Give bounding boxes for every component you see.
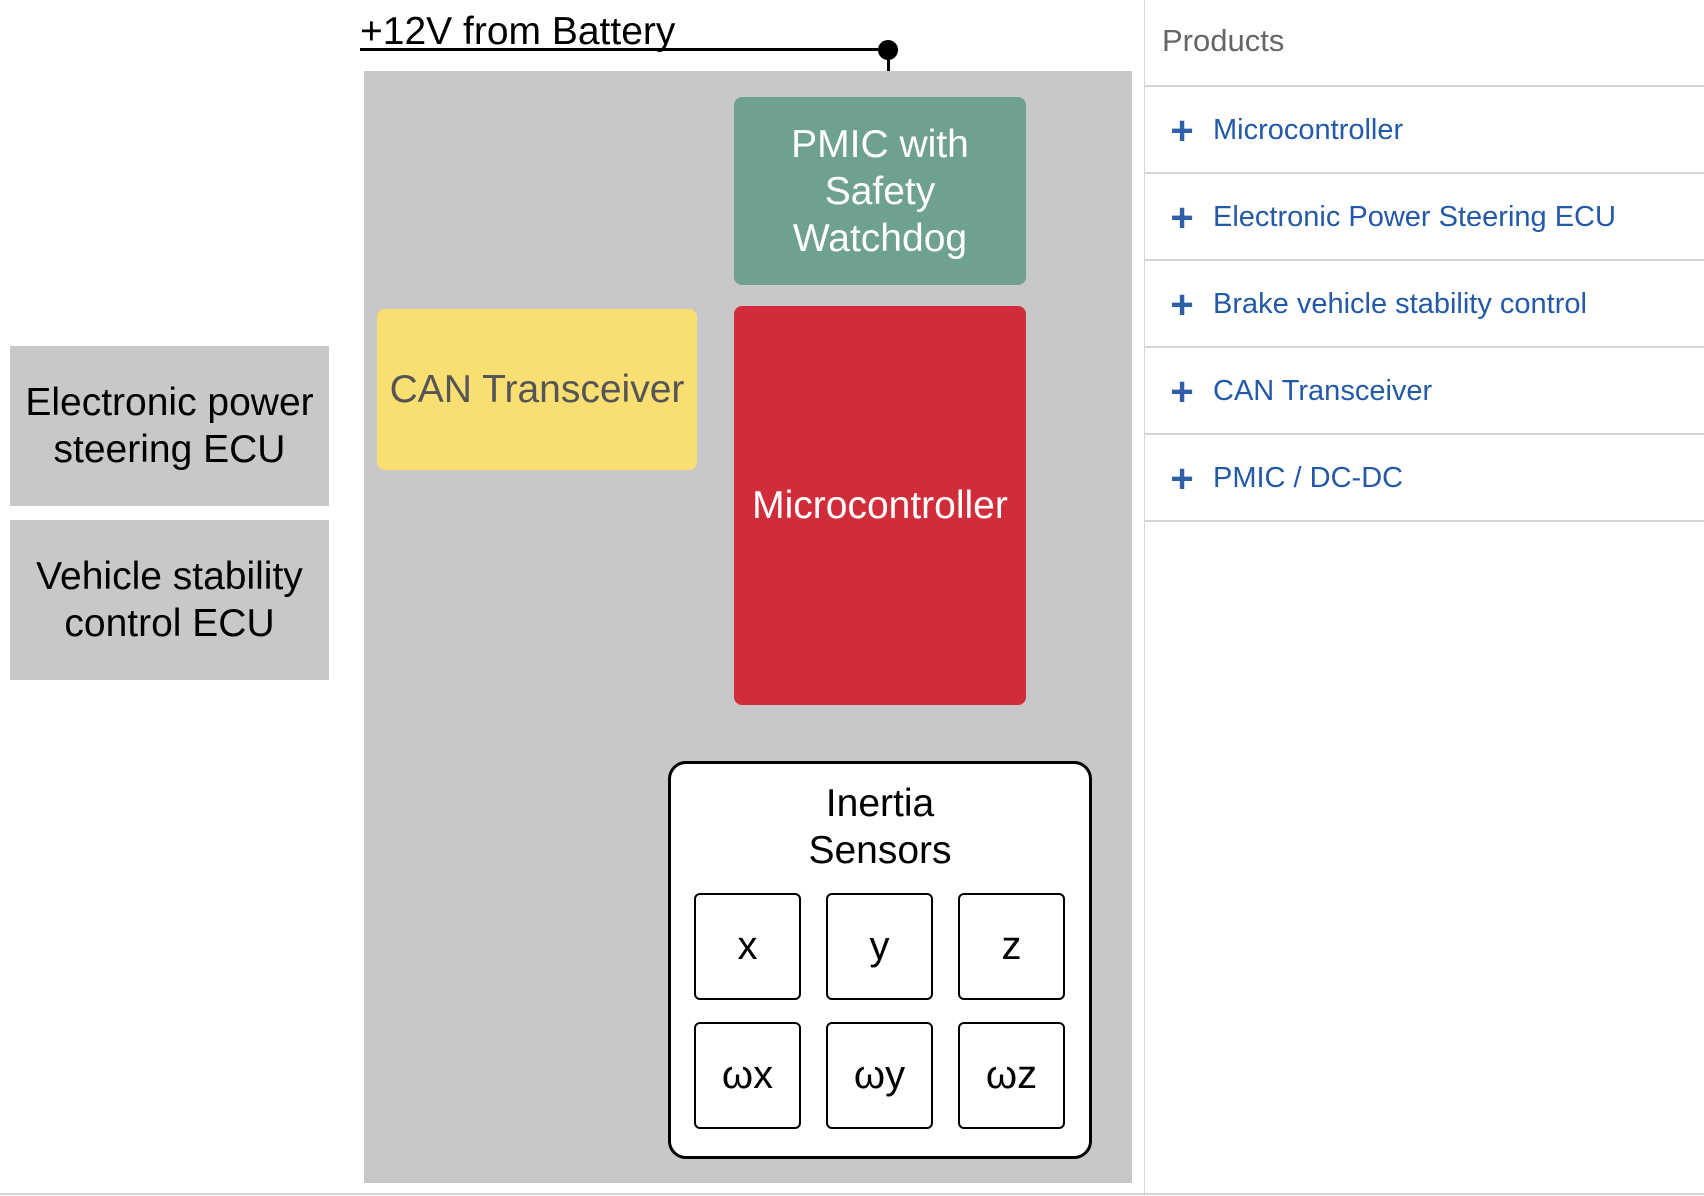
product-item-pmic-dcdc[interactable]: + PMIC / DC-DC [1145, 436, 1704, 521]
divider [1145, 259, 1704, 261]
sensor-cell-z: z [958, 893, 1065, 1000]
product-label[interactable]: Microcontroller [1213, 114, 1404, 146]
mcu-label: Microcontroller [752, 484, 1008, 527]
supply-label: +12V from Battery [360, 10, 676, 53]
microcontroller-block[interactable]: Microcontroller [734, 306, 1026, 705]
pmic-label: PMIC with Safety Watchdog [791, 122, 969, 260]
sensor-cell-wz: ωz [958, 1022, 1065, 1129]
divider [1145, 172, 1704, 174]
product-item-brake-vsc[interactable]: + Brake vehicle stability control [1145, 262, 1704, 347]
ext-ecu-stability-control[interactable]: Vehicle stability control ECU [10, 520, 329, 680]
pmic-block[interactable]: PMIC with Safety Watchdog [734, 97, 1026, 285]
products-panel [1144, 0, 1704, 1196]
plus-icon[interactable]: + [1170, 282, 1194, 327]
inertia-sensors-title: Inertia Sensors [808, 782, 952, 872]
product-item-microcontroller[interactable]: + Microcontroller [1145, 88, 1704, 173]
product-label[interactable]: Electronic Power Steering ECU [1213, 201, 1616, 233]
plus-icon[interactable]: + [1170, 369, 1194, 414]
divider [1145, 85, 1704, 87]
plus-icon[interactable]: + [1170, 108, 1194, 153]
supply-wire [360, 48, 890, 51]
product-item-can-transceiver[interactable]: + CAN Transceiver [1145, 349, 1704, 434]
divider [1145, 520, 1704, 522]
supply-junction-dot [878, 40, 898, 60]
ext-ecu-label: Electronic power steering ECU [25, 381, 314, 471]
product-item-eps-ecu[interactable]: + Electronic Power Steering ECU [1145, 175, 1704, 260]
sensor-cell-wx: ωx [694, 1022, 801, 1129]
sensor-cell-wy: ωy [826, 1022, 933, 1129]
can-label: CAN Transceiver [389, 368, 685, 411]
divider [1145, 346, 1704, 348]
product-label[interactable]: Brake vehicle stability control [1213, 288, 1587, 320]
plus-icon[interactable]: + [1170, 456, 1194, 501]
divider [1145, 433, 1704, 435]
can-transceiver-block[interactable]: CAN Transceiver [377, 309, 697, 470]
plus-icon[interactable]: + [1170, 195, 1194, 240]
sensor-cell-x: x [694, 893, 801, 1000]
sensor-cell-y: y [826, 893, 933, 1000]
bottom-border [0, 1193, 1704, 1195]
product-label[interactable]: CAN Transceiver [1213, 375, 1433, 407]
product-label[interactable]: PMIC / DC-DC [1213, 462, 1404, 494]
products-header: Products [1162, 23, 1285, 58]
ext-ecu-label: Vehicle stability control ECU [36, 555, 303, 645]
ext-ecu-power-steering[interactable]: Electronic power steering ECU [10, 346, 329, 506]
